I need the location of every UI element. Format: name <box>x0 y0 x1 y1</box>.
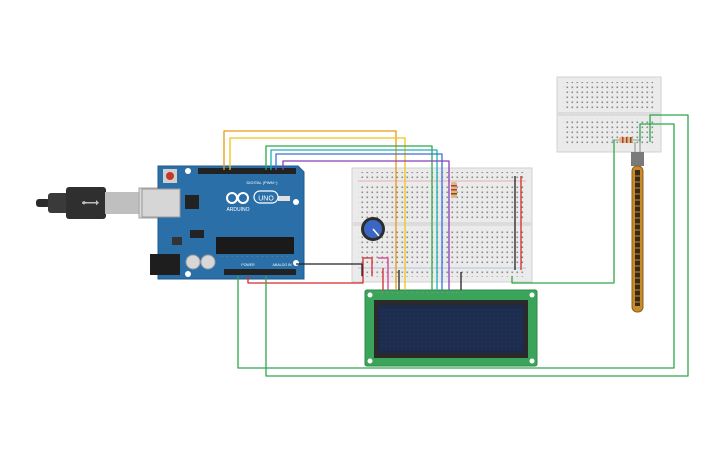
wire-green-1[interactable] <box>265 145 433 290</box>
power-header-label: POWER <box>241 263 255 267</box>
atmega-chip <box>216 237 294 254</box>
arduino-logo: ARDUINO UNO <box>226 190 279 213</box>
resistor-flex <box>612 137 640 143</box>
wire-orange[interactable] <box>223 130 397 290</box>
digital-header <box>198 168 296 174</box>
arduino-board[interactable]: ARDUINO UNO DIGITAL (PWM~) POWER ANALOG … <box>141 165 305 280</box>
wire-blue[interactable] <box>275 153 443 290</box>
digital-header-label: DIGITAL (PWM~) <box>247 180 279 185</box>
small-breadboard[interactable] <box>556 76 662 153</box>
usb-plug-icon <box>82 200 99 206</box>
wire-purple[interactable] <box>282 160 450 290</box>
wire-green-flex-power[interactable] <box>265 114 689 377</box>
wires <box>223 114 689 377</box>
reset-button[interactable] <box>166 172 174 180</box>
wire-teal[interactable] <box>270 149 438 290</box>
wire-green-rail[interactable] <box>511 140 615 284</box>
wire-yellow[interactable] <box>229 137 406 290</box>
model-label: UNO <box>258 196 274 203</box>
wire-black-gnd[interactable] <box>296 263 363 276</box>
wire-red-5v[interactable] <box>247 257 373 284</box>
flex-sensor-traces <box>635 170 640 306</box>
wire-green-flex-signal[interactable] <box>237 123 675 369</box>
analog-header-label: ANALOG IN <box>272 263 292 267</box>
power-analog-header <box>224 269 296 275</box>
brand-label: ARDUINO <box>226 207 249 213</box>
resistor-lcd <box>451 182 457 198</box>
wire-pink[interactable] <box>378 257 389 290</box>
flex-sensor[interactable] <box>631 142 644 313</box>
lcd-display <box>364 289 538 367</box>
potentiometer[interactable] <box>361 217 385 241</box>
